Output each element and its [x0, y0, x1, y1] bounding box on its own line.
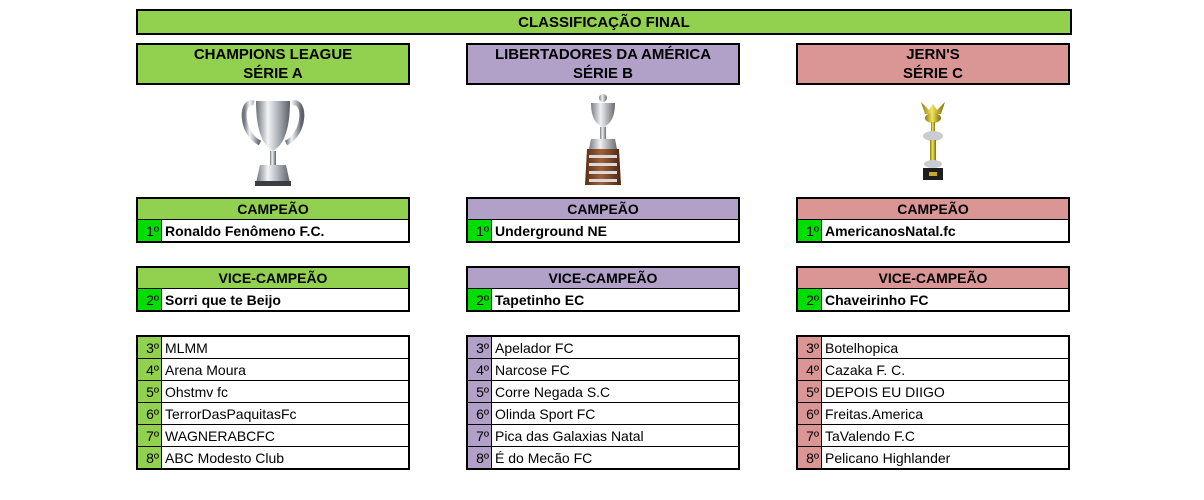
team-name: Narcose FC: [495, 361, 570, 378]
position: 6º: [468, 403, 492, 424]
table-row: 1º Ronaldo Fenômeno F.C.: [138, 220, 408, 241]
champion-box: CAMPEÃO 1º AmericanosNatal.fc: [796, 197, 1070, 243]
table-row: 1º Underground NE: [468, 220, 738, 241]
vice-header: VICE-CAMPEÃO: [138, 268, 408, 289]
position: 6º: [138, 403, 162, 424]
position: 5º: [468, 381, 492, 402]
team-name: WAGNERABCFC: [165, 427, 275, 444]
team-name: Cazaka F. C.: [825, 361, 906, 378]
champion-box: CAMPEÃO 1º Ronaldo Fenômeno F.C.: [136, 197, 410, 243]
team-name: Underground NE: [495, 222, 607, 239]
position: 2º: [468, 289, 492, 310]
league-header: JERN'S SÉRIE C: [796, 43, 1070, 85]
jerns-trophy-icon: [796, 98, 1070, 184]
league-name: JERN'S: [906, 46, 960, 63]
position: 4º: [468, 359, 492, 380]
team-name: Botelhopica: [825, 339, 899, 356]
position: 5º: [798, 381, 822, 402]
vice-box: VICE-CAMPEÃO 2º Tapetinho EC: [466, 266, 740, 312]
team-name: TerrorDasPaquitasFc: [165, 405, 297, 422]
league-name: LIBERTADORES DA AMÉRICA: [494, 46, 712, 63]
team-name: Arena Moura: [165, 361, 246, 378]
team-name: DEPOIS EU DIIGO: [825, 383, 945, 400]
vice-header: VICE-CAMPEÃO: [468, 268, 738, 289]
position: 8º: [138, 447, 162, 468]
position: 2º: [798, 289, 822, 310]
team-name: Tapetinho EC: [495, 291, 585, 308]
team-name: Olinda Sport FC: [495, 405, 596, 422]
position: 3º: [468, 337, 492, 358]
position: 7º: [798, 425, 822, 446]
position: 4º: [798, 359, 822, 380]
vice-box: VICE-CAMPEÃO 2º Chaveirinho FC: [796, 266, 1070, 312]
vice-header: VICE-CAMPEÃO: [798, 268, 1068, 289]
team-name: MLMM: [165, 339, 208, 356]
champion-box: CAMPEÃO 1º Underground NE: [466, 197, 740, 243]
league-series: SÉRIE B: [572, 65, 633, 82]
team-name: AmericanosNatal.fc: [825, 222, 956, 239]
vice-box: VICE-CAMPEÃO 2º Sorri que te Beijo: [136, 266, 410, 312]
champions-league-trophy-icon: [136, 93, 410, 187]
position: 2º: [138, 289, 162, 310]
position: 1º: [468, 220, 492, 241]
libertadores-trophy-icon: [466, 93, 740, 189]
team-name: TaValendo F.C: [825, 427, 916, 444]
position: 1º: [138, 220, 162, 241]
position: 5º: [138, 381, 162, 402]
position: 3º: [138, 337, 162, 358]
team-name: Chaveirinho FC: [825, 291, 929, 308]
position: 7º: [468, 425, 492, 446]
team-name: ABC Modesto Club: [165, 449, 285, 466]
position: 1º: [798, 220, 822, 241]
team-name: Pica das Galaxias Natal: [495, 427, 644, 444]
team-name: Ohstmv fc: [165, 383, 229, 400]
table-row: 2º Chaveirinho FC: [798, 289, 1068, 310]
position: 8º: [798, 447, 822, 468]
table-row: 1º AmericanosNatal.fc: [798, 220, 1068, 241]
position: 4º: [138, 359, 162, 380]
league-header: CHAMPIONS LEAGUE SÉRIE A: [136, 43, 410, 85]
team-name: Freitas.America: [825, 405, 924, 422]
team-name: Pelicano Highlander: [825, 449, 951, 466]
team-name: Apelador FC: [495, 339, 574, 356]
league-name: CHAMPIONS LEAGUE: [193, 46, 353, 63]
team-name: É do Mecão FC: [495, 449, 593, 466]
position: 3º: [798, 337, 822, 358]
league-series: SÉRIE A: [243, 65, 303, 82]
team-name: Corre Negada S.C: [495, 383, 611, 400]
table-row: 2º Tapetinho EC: [468, 289, 738, 310]
position: 7º: [138, 425, 162, 446]
position: 6º: [798, 403, 822, 424]
page-title: CLASSIFICAÇÃO FINAL: [136, 9, 1072, 35]
champion-header: CAMPEÃO: [468, 199, 738, 220]
league-header: LIBERTADORES DA AMÉRICA SÉRIE B: [466, 43, 740, 85]
league-series: SÉRIE C: [902, 65, 963, 82]
team-name: Sorri que te Beijo: [165, 291, 281, 308]
position: 8º: [468, 447, 492, 468]
table-row: 2º Sorri que te Beijo: [138, 289, 408, 310]
team-name: Ronaldo Fenômeno F.C.: [165, 222, 325, 239]
champion-header: CAMPEÃO: [798, 199, 1068, 220]
champion-header: CAMPEÃO: [138, 199, 408, 220]
